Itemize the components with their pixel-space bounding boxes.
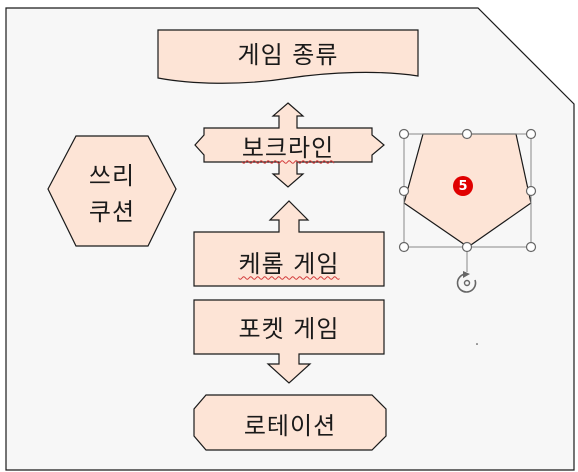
resize-handle-bottom-right[interactable] [525, 241, 537, 253]
rotate-icon[interactable] [456, 271, 477, 293]
pocket-arrow-shape[interactable] [193, 299, 385, 384]
resize-handle-top-left[interactable] [398, 128, 410, 140]
resize-handle-bottom-left[interactable] [398, 241, 410, 253]
three-cushion-hexagon[interactable] [47, 135, 177, 247]
resize-handle-bottom[interactable] [461, 241, 473, 253]
carom-arrow-shape[interactable] [193, 200, 385, 287]
resize-handle-right[interactable] [525, 185, 537, 197]
resize-handle-top[interactable] [461, 128, 473, 140]
resize-handle-left[interactable] [398, 185, 410, 197]
resize-handle-top-right[interactable] [525, 128, 537, 140]
rotation-octagon[interactable] [193, 394, 387, 451]
selection-number-badge: 5 [453, 176, 473, 196]
title-banner-shape[interactable] [157, 29, 419, 84]
baccarat-arrow-shape[interactable] [194, 102, 385, 188]
stray-dot [476, 343, 478, 345]
